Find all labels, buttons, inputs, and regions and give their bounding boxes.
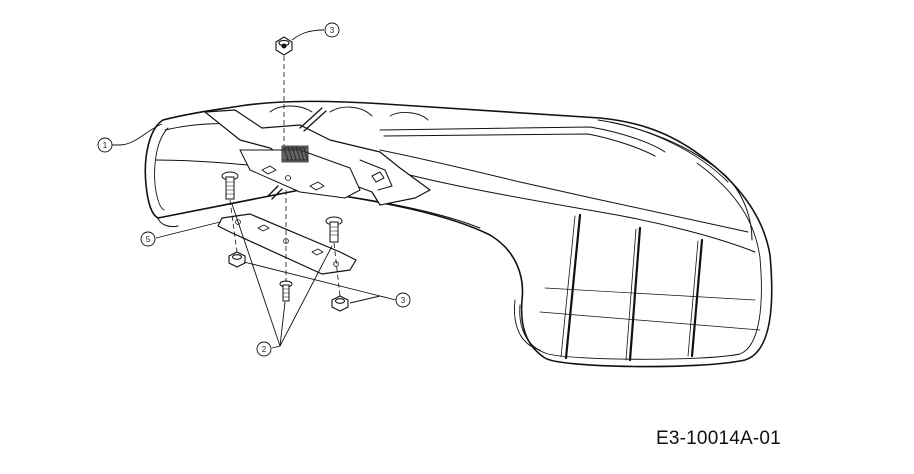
drawing-code: E3-10014A-01 [656,428,781,449]
leader-lines [112,29,397,349]
nut-top [275,36,293,56]
nut-lower-left [228,251,246,268]
callout-2-label: 2 [262,345,267,354]
spring-coil [281,145,309,163]
callout-2: 2 [256,341,272,357]
callout-3-right: 3 [395,292,411,308]
nut-lower-right [331,295,349,312]
callout-5-label: 5 [146,235,151,244]
callout-1: 1 [97,137,113,153]
bracket-plate [217,213,357,275]
callout-3-top-label: 3 [330,26,335,35]
callout-3-top: 3 [324,22,340,38]
assembly-lines [229,56,341,297]
bolt-upper-left [221,171,239,200]
callout-5: 5 [140,231,156,247]
bolt-lower [279,280,293,302]
hinge-mechanism [204,107,431,206]
callout-3-right-label: 3 [401,296,406,305]
callout-1-label: 1 [103,141,108,150]
bolt-upper-right [325,216,343,243]
